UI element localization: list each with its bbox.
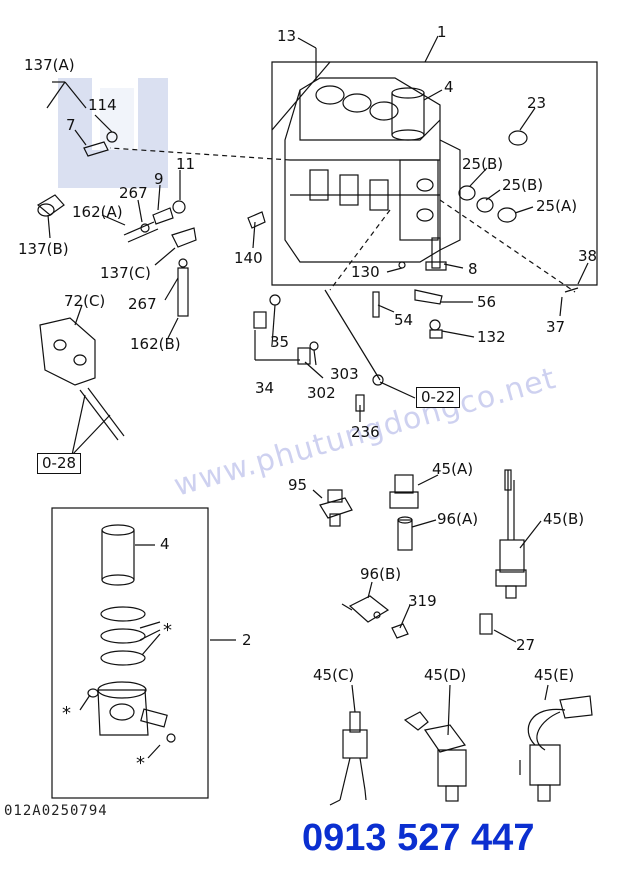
label-45e: 45(E) xyxy=(534,666,575,684)
asterisk-snap: * xyxy=(62,703,71,724)
drain-parts xyxy=(253,294,384,412)
adapter-96b xyxy=(341,595,493,639)
sensor-45e xyxy=(519,695,593,802)
document-id: 012A0250794 xyxy=(4,803,108,819)
label-236: 236 xyxy=(351,423,380,441)
label-45d: 45(D) xyxy=(424,666,467,684)
sensor-45d xyxy=(403,711,467,802)
label-37: 37 xyxy=(546,318,566,336)
cylinder-block-frame xyxy=(271,61,598,286)
piston-kit-box xyxy=(51,507,209,799)
asterisk-rings: * xyxy=(163,620,172,641)
label-13: 13 xyxy=(277,27,297,45)
label-45b: 45(B) xyxy=(543,510,585,528)
label-72c: 72(C) xyxy=(64,292,106,310)
label-56: 56 xyxy=(477,293,497,311)
ref-0-28: 0-28 xyxy=(37,453,82,474)
label-11: 11 xyxy=(176,155,196,173)
label-38: 38 xyxy=(578,247,598,265)
label-35: 35 xyxy=(270,333,290,351)
label-137a: 137(A) xyxy=(24,56,75,74)
label-267-b: 267 xyxy=(128,295,157,313)
sensor-45a xyxy=(389,474,419,551)
switch-95 xyxy=(319,489,353,527)
label-1: 1 xyxy=(437,23,447,41)
label-8: 8 xyxy=(468,260,478,278)
phone-number: 0913 527 447 xyxy=(302,817,535,859)
label-95: 95 xyxy=(288,476,308,494)
label-132: 132 xyxy=(477,328,506,346)
label-23: 23 xyxy=(527,94,547,112)
label-319: 319 xyxy=(408,592,437,610)
label-7: 7 xyxy=(66,116,76,134)
label-25b-1: 25(B) xyxy=(462,155,504,173)
label-302: 302 xyxy=(307,384,336,402)
label-34: 34 xyxy=(255,379,275,397)
asterisk-pin: * xyxy=(136,753,145,774)
label-96b: 96(B) xyxy=(360,565,402,583)
label-4-top: 4 xyxy=(444,78,454,96)
label-45a: 45(A) xyxy=(432,460,474,478)
label-162b: 162(B) xyxy=(130,335,181,353)
sensor-45b xyxy=(495,469,527,599)
label-130: 130 xyxy=(351,263,380,281)
ref-0-22: 0-22 xyxy=(416,387,461,408)
bracket-72c xyxy=(39,317,125,441)
o-rings xyxy=(458,130,528,223)
label-140: 140 xyxy=(234,249,263,267)
label-267-a: 267 xyxy=(119,184,148,202)
label-2: 2 xyxy=(242,631,252,649)
label-25b-2: 25(B) xyxy=(502,176,544,194)
label-54: 54 xyxy=(394,311,414,329)
asterisk-marks xyxy=(79,694,161,759)
label-162a: 162(A) xyxy=(72,203,123,221)
cylinder-block xyxy=(284,77,461,263)
label-27: 27 xyxy=(516,636,536,654)
label-137c: 137(C) xyxy=(100,264,151,282)
label-4-box: 4 xyxy=(160,535,170,553)
label-96a: 96(A) xyxy=(437,510,479,528)
label-303: 303 xyxy=(330,365,359,383)
label-137b: 137(B) xyxy=(18,240,69,258)
sensor-45c xyxy=(329,711,368,806)
label-45c: 45(C) xyxy=(313,666,355,684)
label-9: 9 xyxy=(154,170,164,188)
bolts-studs xyxy=(372,237,579,339)
oil-pipe-parts xyxy=(36,131,266,317)
guide-lines xyxy=(109,147,576,293)
leader-lines xyxy=(46,35,589,736)
label-25a: 25(A) xyxy=(536,197,578,215)
label-114: 114 xyxy=(88,96,117,114)
